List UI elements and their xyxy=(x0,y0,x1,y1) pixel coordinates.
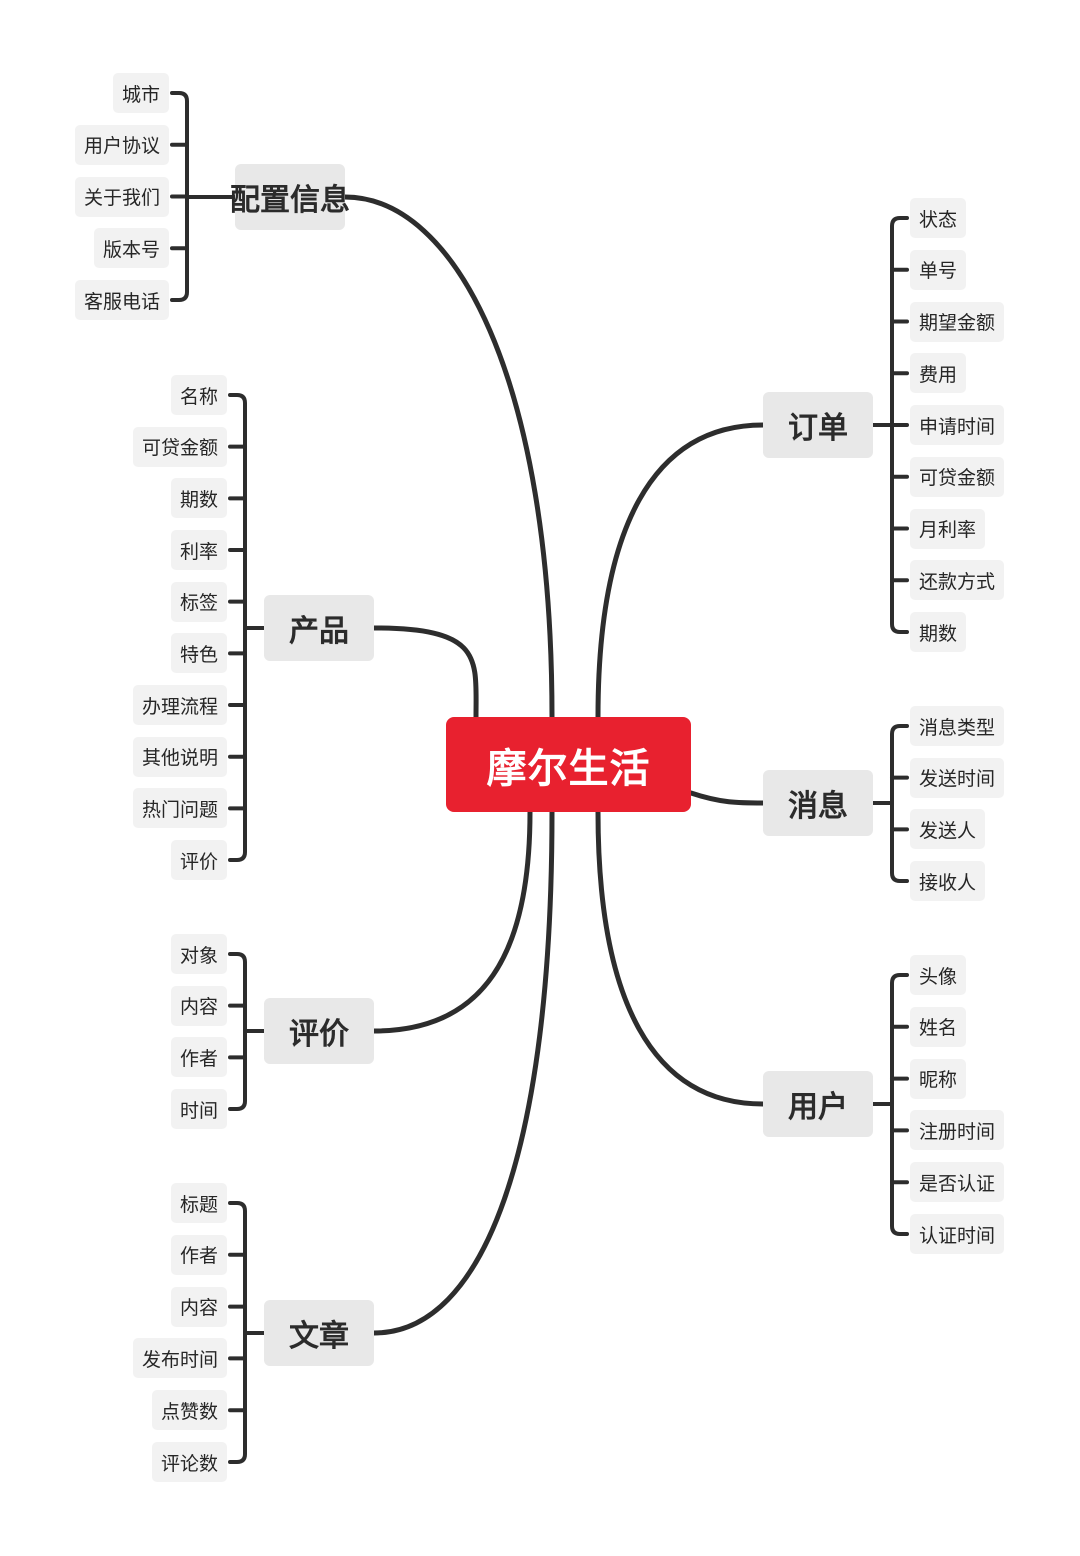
leaf-user-1[interactable]: 姓名 xyxy=(910,1006,967,1047)
connector-line xyxy=(371,809,555,1336)
leaf-order-0[interactable]: 状态 xyxy=(910,198,967,238)
leaf-order-5[interactable]: 可贷金额 xyxy=(910,456,1005,497)
leaf-user-2[interactable]: 昵称 xyxy=(910,1058,967,1099)
branch-product[interactable]: 产品 xyxy=(264,595,374,661)
connector-line xyxy=(595,809,766,1107)
leaf-product-6[interactable]: 办理流程 xyxy=(132,685,227,726)
leaf-order-3[interactable]: 费用 xyxy=(910,353,967,394)
leaf-product-4[interactable]: 标签 xyxy=(170,581,227,622)
leaf-config-2[interactable]: 关于我们 xyxy=(74,176,169,217)
connector-line xyxy=(342,194,555,720)
leaf-product-5[interactable]: 特色 xyxy=(170,633,227,674)
leaf-review-0[interactable]: 对象 xyxy=(170,934,227,974)
leaf-user-4[interactable]: 是否认证 xyxy=(910,1162,1005,1203)
leaf-order-4[interactable]: 申请时间 xyxy=(910,405,1005,445)
leaf-message-3[interactable]: 接收人 xyxy=(910,861,986,901)
leaf-article-3[interactable]: 发布时间 xyxy=(132,1338,227,1379)
leaf-article-0[interactable]: 标题 xyxy=(170,1183,227,1223)
leaf-config-1[interactable]: 用户协议 xyxy=(74,124,169,165)
leaf-config-0[interactable]: 城市 xyxy=(112,73,169,113)
branch-user[interactable]: 用户 xyxy=(763,1071,873,1137)
leaf-user-0[interactable]: 头像 xyxy=(910,955,967,995)
leaf-order-1[interactable]: 单号 xyxy=(910,249,967,290)
root-node[interactable]: 摩尔生活 xyxy=(446,717,691,812)
connector-line xyxy=(688,790,766,806)
leaf-order-6[interactable]: 月利率 xyxy=(910,508,986,549)
leaf-product-0[interactable]: 名称 xyxy=(170,375,227,415)
leaf-config-4[interactable]: 客服电话 xyxy=(74,280,169,320)
leaf-order-2[interactable]: 期望金额 xyxy=(910,301,1005,342)
leaf-review-2[interactable]: 作者 xyxy=(170,1037,227,1078)
connector-line xyxy=(371,625,479,720)
connector-line xyxy=(228,1201,247,1464)
leaf-product-2[interactable]: 期数 xyxy=(170,478,227,519)
leaf-product-7[interactable]: 其他说明 xyxy=(132,736,227,777)
branch-article[interactable]: 文章 xyxy=(264,1300,374,1366)
connector-line xyxy=(228,393,247,863)
connector-line xyxy=(371,809,533,1034)
leaf-user-3[interactable]: 注册时间 xyxy=(910,1110,1005,1151)
leaf-article-1[interactable]: 作者 xyxy=(170,1234,227,1275)
leaf-order-7[interactable]: 还款方式 xyxy=(910,560,1005,601)
connector-line xyxy=(890,724,909,884)
leaf-product-9[interactable]: 评价 xyxy=(170,840,227,881)
branch-config[interactable]: 配置信息 xyxy=(230,164,350,230)
leaf-message-0[interactable]: 消息类型 xyxy=(910,706,1005,746)
leaf-message-1[interactable]: 发送时间 xyxy=(910,757,1005,798)
branch-order[interactable]: 订单 xyxy=(763,392,873,458)
leaf-article-4[interactable]: 点赞数 xyxy=(151,1390,227,1431)
leaf-message-2[interactable]: 发送人 xyxy=(910,809,986,850)
leaf-article-2[interactable]: 内容 xyxy=(170,1286,227,1327)
connector-line xyxy=(595,422,766,720)
leaf-review-3[interactable]: 时间 xyxy=(170,1089,227,1129)
leaf-config-3[interactable]: 版本号 xyxy=(93,228,169,269)
leaf-review-1[interactable]: 内容 xyxy=(170,985,227,1026)
leaf-user-5[interactable]: 认证时间 xyxy=(910,1214,1005,1254)
branch-message[interactable]: 消息 xyxy=(763,770,873,836)
connector-line xyxy=(228,952,247,1112)
leaf-order-8[interactable]: 期数 xyxy=(910,612,967,652)
leaf-product-3[interactable]: 利率 xyxy=(170,530,227,570)
branch-review[interactable]: 评价 xyxy=(264,998,374,1064)
leaf-product-1[interactable]: 可贷金额 xyxy=(132,426,227,467)
leaf-article-5[interactable]: 评论数 xyxy=(151,1442,227,1482)
connector-line xyxy=(890,973,909,1236)
leaf-product-8[interactable]: 热门问题 xyxy=(132,788,227,829)
